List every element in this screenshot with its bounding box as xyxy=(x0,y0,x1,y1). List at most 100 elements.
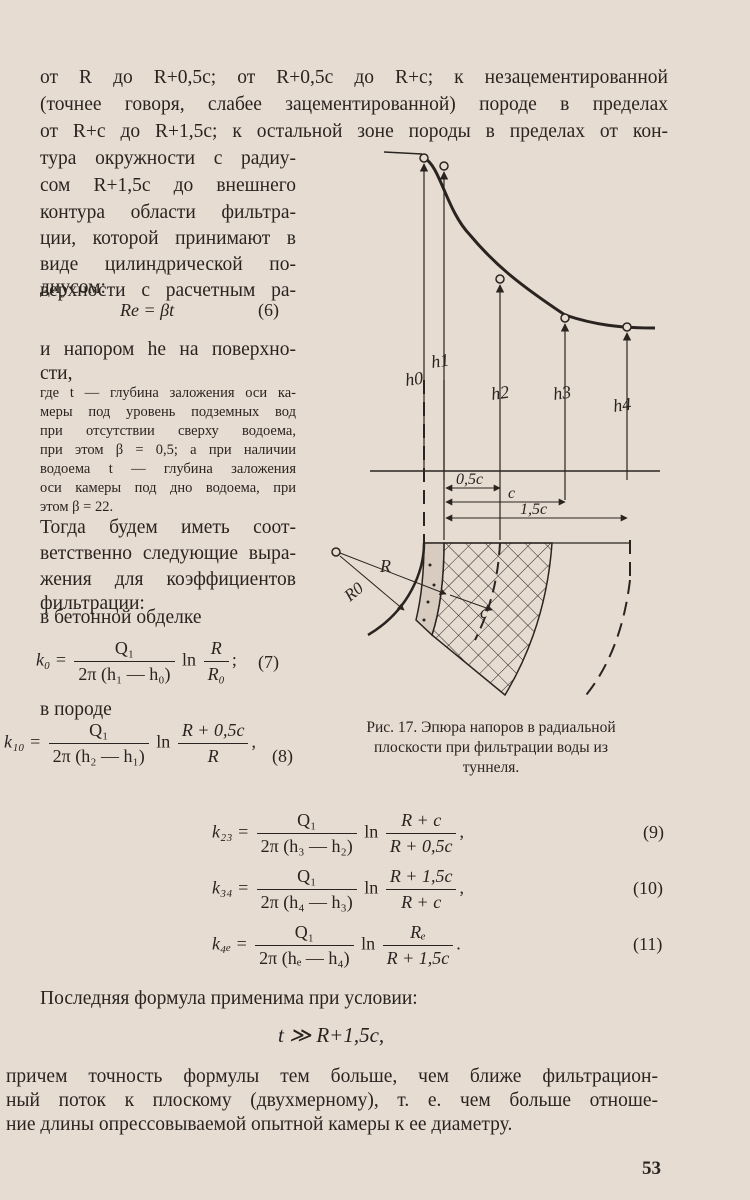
eq8-ln-fraction: R + 0,5c R xyxy=(177,720,249,767)
outer-dashed-arc xyxy=(581,579,631,701)
closing-line-2: ный поток к плоскому (двухмерному), т. е… xyxy=(6,1090,658,1111)
footnote-line-3: при отсутствии сверху водоема, xyxy=(40,423,296,439)
equation-8-number: (8) xyxy=(272,746,293,766)
eq8-lhs: k₁₀ = xyxy=(4,731,42,752)
eq10-ln: ln xyxy=(364,877,379,898)
then-line-1: Тогда будем иметь соот- xyxy=(40,517,296,538)
label-R: R xyxy=(379,556,391,576)
eq9-ln: ln xyxy=(364,821,379,842)
eq11-lnden: R + 1,5c xyxy=(386,948,450,968)
tunnel-inner-arc xyxy=(367,542,426,637)
eq7-lnnum: R xyxy=(203,638,229,662)
eq8-lnnum: R + 0,5c xyxy=(177,720,249,744)
eq10-ln-fraction: R + 1,5c R + c xyxy=(385,866,457,913)
footnote-line-5: водоема t — глубина заложения xyxy=(40,461,296,477)
eq7-ln-fraction: R R₀ xyxy=(203,638,229,685)
eq10-den: 2π (h₄ — h₃) xyxy=(260,892,353,912)
footnote-line-1: где t — глубина заложения оси ка- xyxy=(40,385,296,401)
label-one-half-c: 1,5c xyxy=(520,501,547,518)
eq8-fraction: Q₁ 2π (h₂ — h₁) xyxy=(48,720,149,767)
label-c-radial: c xyxy=(480,602,488,622)
equation-9-number: (9) xyxy=(643,822,664,842)
intro-line-3: от R+c до R+1,5c; к остальной зоне пород… xyxy=(40,121,668,142)
label-h0: h0 xyxy=(404,368,425,390)
page-number: 53 xyxy=(642,1158,661,1179)
label-R0: R0 xyxy=(340,578,368,606)
left-line-4: ции, которой принимают в xyxy=(40,228,296,249)
footnote-line-2: меры под уровень подземных вод xyxy=(40,404,296,420)
eq9-tail: , xyxy=(459,821,464,842)
eq7-fraction: Q₁ 2π (h₁ — h₀) xyxy=(74,638,175,685)
closing-line-1: причем точность формулы тем больше, чем … xyxy=(6,1066,658,1087)
top-pointer-line xyxy=(383,151,423,155)
label-c: c xyxy=(508,485,515,502)
eq9-lnnum: R + c xyxy=(385,810,457,834)
label-half-c: 0,5c xyxy=(456,471,483,488)
eq10-lnnum: R + 1,5c xyxy=(385,866,457,890)
eq8-tail: , xyxy=(251,731,256,752)
eq10-lnden: R + c xyxy=(401,892,442,912)
eq7-den: 2π (h₁ — h₀) xyxy=(78,664,171,684)
head-point-h1 xyxy=(439,161,449,171)
eq10-fraction: Q₁ 2π (h₄ — h₃) xyxy=(256,866,357,913)
eq9-den: 2π (h₃ — h₂) xyxy=(260,836,353,856)
eq10-tail: , xyxy=(459,877,464,898)
equation-8: k₁₀ = Q₁ 2π (h₂ — h₁) ln R + 0,5c R , xyxy=(4,720,256,767)
eq7-ln: ln xyxy=(182,649,197,670)
head-curve xyxy=(423,156,656,330)
concrete-label: в бетонной обделке xyxy=(40,607,202,628)
radius-R xyxy=(339,552,447,595)
eq8-lnden: R xyxy=(207,746,219,766)
intro-line-2: (точнее говоря, слабее зацементированной… xyxy=(40,94,668,115)
eq11-lhs: k₄ₑ = xyxy=(212,933,248,954)
eq7-tail: ; xyxy=(231,649,237,670)
figure-caption-line-3: туннеля. xyxy=(462,759,520,776)
closing-line-3: ние длины опрессовываемой опытной камеры… xyxy=(6,1114,513,1135)
equation-10-number: (10) xyxy=(633,878,663,898)
equation-10: k₃₄ = Q₁ 2π (h₄ — h₃) ln R + 1,5c R + c … xyxy=(212,866,464,913)
eq11-num: Q₁ xyxy=(255,922,354,946)
footnote-line-4: при этом β = 0,5; а при наличии xyxy=(40,442,296,458)
equation-11-number: (11) xyxy=(633,934,663,954)
head-point-h0 xyxy=(419,153,429,163)
left-line-1: тура окружности с радиу- xyxy=(40,148,296,169)
footnote-line-6: оси камеры под дно водоема, при xyxy=(40,480,296,496)
eq8-den: 2π (h₂ — h₁) xyxy=(52,746,145,766)
eq9-fraction: Q₁ 2π (h₃ — h₂) xyxy=(256,810,357,857)
equation-11: k₄ₑ = Q₁ 2π (hₑ — h₄) ln Rₑ R + 1,5c . xyxy=(212,922,461,969)
eq9-lhs: k₂₃ = xyxy=(212,821,250,842)
equation-9: k₂₃ = Q₁ 2π (h₃ — h₂) ln R + c R + 0,5c … xyxy=(212,810,464,857)
eq8-ln: ln xyxy=(156,731,171,752)
eq11-fraction: Q₁ 2π (hₑ — h₄) xyxy=(255,922,354,969)
then-line-4: фильтрации: xyxy=(40,593,145,614)
eq11-tail: . xyxy=(456,933,461,954)
equation-7-number: (7) xyxy=(258,652,279,672)
eq11-lnnum: Rₑ xyxy=(382,922,454,946)
after-eq6-line-2: сти, xyxy=(40,363,73,384)
hatched-rock-zone xyxy=(431,542,553,697)
label-h1: h1 xyxy=(430,350,451,372)
radius-R0 xyxy=(339,555,405,611)
footnote-line-7: этом β = 22. xyxy=(40,499,114,515)
eq7-num: Q₁ xyxy=(74,638,175,662)
rock-label: в породе xyxy=(40,699,112,720)
label-h3: h3 xyxy=(552,382,573,404)
eq11-ln: ln xyxy=(361,933,376,954)
condition-formula: t ≫ R+1,5c, xyxy=(278,1023,385,1047)
equation-7: k₀ = Q₁ 2π (h₁ — h₀) ln R R₀ ; xyxy=(36,638,237,685)
eq8-num: Q₁ xyxy=(48,720,149,744)
then-line-2: ветственно следующие выра- xyxy=(40,543,296,564)
after-eq6-line-1: и напором he на поверхно- xyxy=(40,339,296,360)
eq9-ln-fraction: R + c R + 0,5c xyxy=(385,810,457,857)
dashed-c-arc xyxy=(474,542,501,641)
eq7-lhs: k₀ = xyxy=(36,649,67,670)
label-h4: h4 xyxy=(612,394,633,416)
left-line-6: верхности с расчетным ра- xyxy=(40,280,296,301)
left-line-7: диусом: xyxy=(40,277,106,298)
eq9-lnden: R + 0,5c xyxy=(389,836,453,856)
head-point-h4 xyxy=(622,322,632,332)
eq7-lnden: R₀ xyxy=(207,664,225,684)
equation-6-number: (6) xyxy=(258,300,279,320)
tunnel-center xyxy=(331,547,341,557)
